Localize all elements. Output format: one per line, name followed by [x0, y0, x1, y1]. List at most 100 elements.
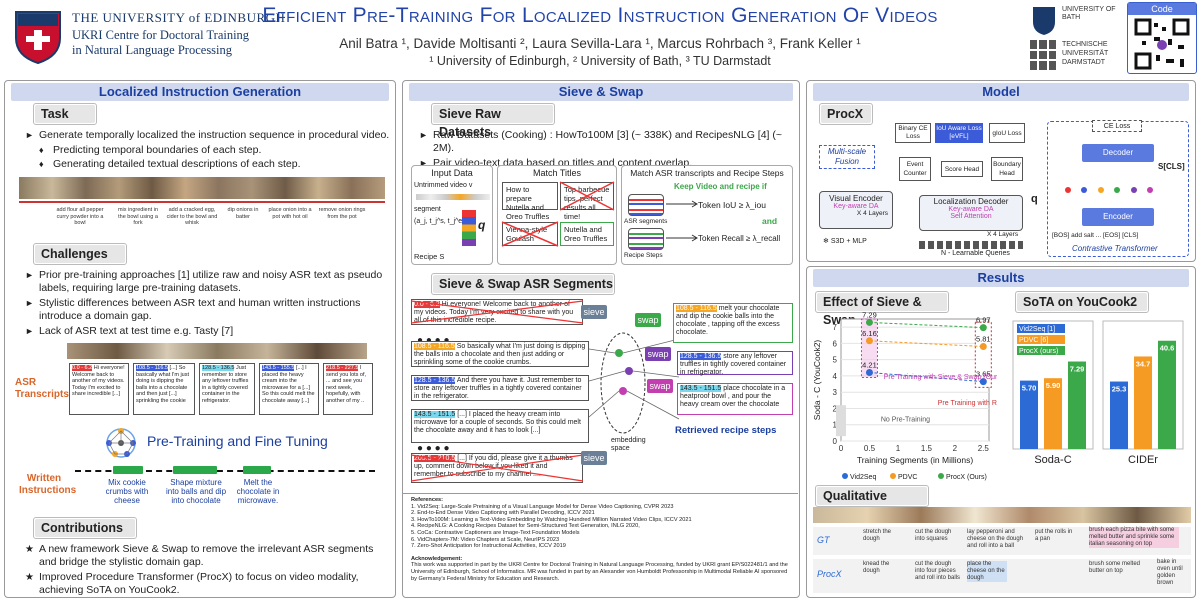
network-icon — [106, 428, 136, 458]
y-tick-label: 3 — [833, 388, 838, 397]
ellipsis: ● ● ● ● — [417, 335, 450, 346]
gt-row: GT stretch the dough cut the dough into … — [813, 527, 1191, 555]
gt-step: lay pepperoni and cheese on the dough an… — [967, 529, 1024, 549]
asr-time: 0.0 - 6.2 — [72, 365, 93, 371]
bar-value-label: 5.90 — [1046, 381, 1061, 390]
retrieved-step: 128.5 - 136.5 store any leftover truffle… — [677, 351, 793, 376]
written-segment — [173, 466, 217, 474]
step-time: 143.5 - 151.5 — [680, 385, 722, 392]
x-tick-label: 0.5 — [864, 444, 876, 453]
task-caption: add a cracked egg, cider to the bowl and… — [166, 207, 218, 226]
asr-segments-icon — [628, 194, 664, 216]
legend-label: ProcX (Ours) — [946, 474, 987, 481]
asr-time: 218.5 - 227.5 — [326, 365, 359, 371]
step-text: store any leftover truffles in tightly c… — [680, 353, 787, 376]
reference-text: CoCa: Contrastive Captioners are Image-T… — [417, 529, 580, 536]
edinburgh-crest-icon — [15, 11, 61, 65]
task-caption: add flour all pepper curry powder into a… — [56, 207, 104, 226]
written-step: Shape mixture into balls and dip into ch… — [165, 478, 227, 505]
bar — [1110, 381, 1128, 449]
asr-text: Just remember to store any leftover truf… — [202, 365, 249, 404]
bar-value-label: 40.6 — [1160, 344, 1175, 353]
challenge-bullet: Lack of ASR text at test time e.g. Tasty… — [25, 325, 390, 338]
recipe-label: Recipe S — [414, 252, 445, 261]
step-time: 108.5 - 116.5 — [676, 305, 717, 312]
reference-text: HowTo100M: Learning a Text-Video Embeddi… — [417, 516, 692, 523]
ce-loss-box: CE Loss — [1092, 120, 1142, 132]
code-qr-box[interactable]: Code — [1127, 2, 1197, 74]
token-sequence: [BOS] add salt ... [EOS] [CLS] — [1052, 232, 1139, 239]
boundary-head-box: Boundary Head — [991, 157, 1023, 181]
video-bar — [416, 194, 490, 200]
y-tick-label: 4 — [833, 372, 838, 381]
task-timeline — [19, 201, 385, 203]
segment-time: 108.5 - 116.5 — [414, 343, 455, 350]
bath-wordmark: UNIVERSITY OF BATH — [1062, 6, 1116, 21]
contribution-item: A new framework Sieve & Swap to remove t… — [25, 543, 390, 569]
qr-code-icon[interactable] — [1128, 15, 1196, 73]
x4-label: X 4 Layers — [856, 210, 888, 217]
procx-step: place the cheese on the dough — [967, 561, 1007, 582]
s3d-label: ❄ S3D + MLP — [823, 238, 867, 245]
loc-decoder-box: Localization Decoder Key-aware DA Self A… — [919, 195, 1023, 231]
task-sub-bullet: Generating detailed textual descriptions… — [25, 158, 390, 171]
bar — [1020, 380, 1038, 449]
q-symbol: q — [478, 218, 486, 232]
task-caption: mix ingredient in the bowl using a fork — [117, 207, 159, 226]
tud-logo: TECHNISCHE UNIVERSITÄT DARMSTADT — [1030, 40, 1120, 74]
y-axis-label: Soda - C (YouCook2) — [812, 340, 822, 421]
written-timeline — [75, 470, 375, 472]
input-data-title: Input Data — [431, 168, 473, 178]
reference-item: 4. RecipeNLG: A Cooking Recipes Dataset … — [411, 523, 640, 530]
poster-affiliations: ¹ University of Edinburgh, ² University … — [429, 54, 771, 68]
asr-segment: 143.5 - 151.5 [...] I placed the heavy c… — [411, 409, 589, 443]
written-label: Written Instructions — [19, 473, 77, 496]
written-segment — [243, 466, 271, 474]
legend-label: PDVC [6] — [1019, 337, 1048, 344]
step-text: melt your chocolate and dip the cookie b… — [676, 305, 780, 336]
binary-ce-box: Binary CE Loss — [895, 123, 931, 143]
bar-value-label: 25.3 — [1112, 385, 1127, 394]
asr-time: 128.5 - 136.5 — [202, 365, 235, 371]
encoder-box: Encoder — [1082, 208, 1154, 226]
series-line — [869, 321, 984, 329]
series-line — [869, 372, 984, 383]
asr-segment: 128.5 - 136.5 And there you have it. Jus… — [411, 375, 589, 401]
gt-step: put the rolls in a pan — [1035, 529, 1073, 542]
match-arrows — [666, 200, 698, 242]
data-label: 3.65 — [976, 370, 991, 379]
iou-aware-box: IoU Aware Loss [eVFL] — [935, 123, 983, 143]
q-label: q — [1031, 193, 1038, 205]
data-point — [865, 337, 873, 345]
results-heading: Results — [813, 269, 1189, 287]
segment-text: And there you have it. Just remember to … — [414, 377, 582, 400]
asr-snippet-3: 128.5 - 136.5 Just remember to store any… — [199, 363, 255, 415]
data-point — [979, 378, 987, 386]
asr-snippet-2: 108.5 - 116.5 [...] So basically what I'… — [133, 363, 195, 415]
asr-segments-label: ASR segments — [624, 218, 668, 225]
legend-swatch — [1017, 335, 1065, 344]
asr-time: 108.5 - 116.5 — [136, 365, 169, 371]
edinburgh-wordmark: THE UNIVERSITY of EDINBURGH UKRI Centre … — [72, 10, 285, 58]
written-segment — [113, 466, 143, 474]
task-bullets: Generate temporally localized the instru… — [25, 129, 390, 172]
segment-time: 128.5 - 136.5 — [414, 377, 456, 384]
reference-item: 5. CoCa: Contrastive Captioners are Imag… — [411, 529, 580, 536]
asr-snippet-5: 218.5 - 227.5 I send you lots of, ... an… — [323, 363, 373, 415]
asr-text: Hi everyone! Welcome back to another of … — [72, 365, 125, 397]
poster-header: THE UNIVERSITY of EDINBURGH UKRI Centre … — [0, 0, 1200, 78]
strike-marks — [411, 300, 584, 482]
match-titles-heading: Match Titles — [532, 168, 581, 178]
pretrain-label: Pre-Training and Fine Tuning — [147, 433, 328, 449]
cross-marks — [501, 181, 615, 247]
embedding-space-diagram — [589, 332, 679, 434]
recipe-steps-icon — [628, 228, 664, 250]
sota-heading: SoTA on YouCook2 — [1015, 291, 1149, 313]
annotation-label: Pre Training with Raw Transcripts — [938, 400, 997, 407]
effect-heading: Effect of Sieve & Swap — [815, 291, 949, 327]
segment-time: 0.0 - 6.2 — [414, 301, 440, 308]
middle-column-heading: Sieve & Swap — [409, 83, 793, 101]
gt-step: cut the dough into squares — [915, 529, 952, 542]
